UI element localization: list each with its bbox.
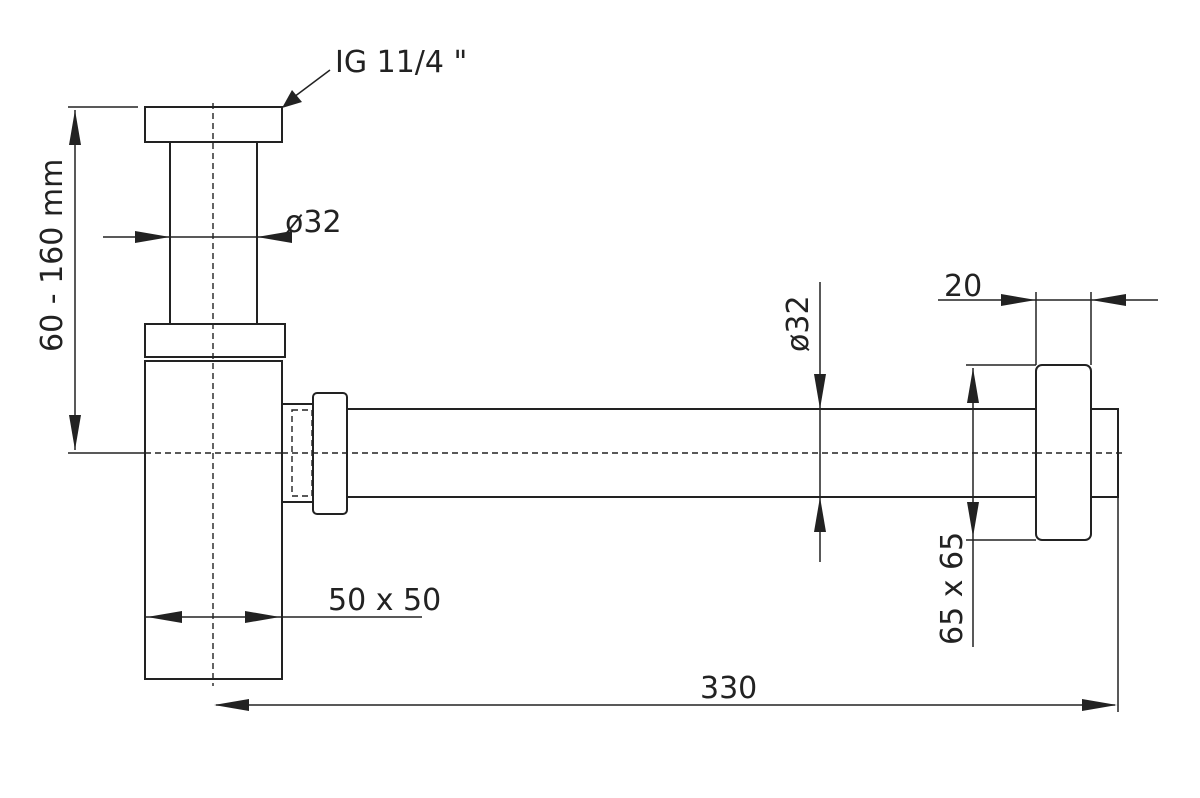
height-arrow-bottom: [69, 415, 81, 450]
body-size-arrow-left: [147, 611, 182, 623]
rosette-size-arrow-bottom: [967, 502, 979, 537]
rosette-depth-dimension: 20: [938, 269, 1158, 365]
collar-nut: [144, 323, 286, 358]
height-dimension: 60 - 160 mm: [35, 106, 145, 454]
thread-leader-line: [289, 69, 331, 101]
horizontal-pipe-diameter-arrow-top: [814, 374, 826, 409]
thread-callout: IG 11/4 ": [282, 45, 467, 108]
outlet-nut: [312, 392, 348, 515]
trap-body-group: [144, 106, 286, 680]
rosette-depth-arrow-right: [1091, 294, 1126, 306]
center-lines: [145, 103, 1125, 686]
rosette-size-arrow-top: [967, 368, 979, 403]
thread-leader-arrow: [282, 90, 302, 108]
horizontal-pipe-diameter-dimension: ø32: [781, 282, 826, 562]
horizontal-pipe-diameter-arrow-bottom: [814, 497, 826, 532]
body-size-dimension: 50 x 50: [145, 583, 441, 623]
height-arrow-top: [69, 110, 81, 145]
vertical-pipe-diameter-label: ø32: [285, 205, 342, 240]
total-length-arrow-left: [214, 699, 249, 711]
total-length-dimension: 330: [214, 497, 1119, 712]
vertical-pipe-diameter-dimension: ø32: [103, 205, 342, 243]
rosette-depth-arrow-left: [1001, 294, 1036, 306]
rosette-size-label: 65 x 65: [935, 532, 970, 645]
height-range-label: 60 - 160 mm: [35, 159, 70, 352]
outlet-pipe-end: [1090, 408, 1119, 498]
total-length-arrow-right: [1082, 699, 1117, 711]
body-size-label: 50 x 50: [328, 583, 441, 618]
total-length-label: 330: [700, 671, 757, 706]
rosette-depth-label: 20: [944, 269, 982, 304]
horizontal-pipe-diameter-label: ø32: [781, 295, 816, 352]
body-size-arrow-right: [245, 611, 280, 623]
rosette-size-dimension: 65 x 65: [935, 364, 1036, 647]
wall-rosette: [1035, 364, 1092, 541]
vertical-pipe-diameter-arrow-left: [135, 231, 170, 243]
vertical-pipe-diameter-arrow-right: [257, 231, 292, 243]
thread-label: IG 11/4 ": [335, 45, 467, 80]
